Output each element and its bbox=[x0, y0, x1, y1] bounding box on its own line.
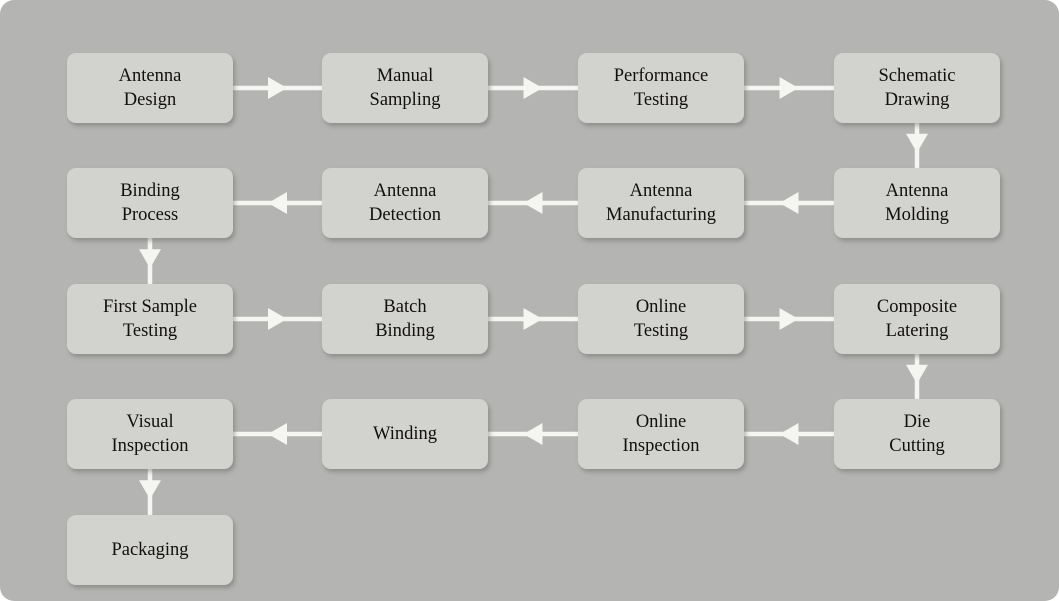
node-label: Die Cutting bbox=[889, 411, 945, 456]
arrow-winding-to-visual-inspection bbox=[233, 419, 322, 449]
node-online-inspection[interactable]: Online Inspection bbox=[578, 399, 744, 469]
node-antenna-detection[interactable]: Antenna Detection bbox=[322, 168, 488, 238]
node-label: Packaging bbox=[111, 539, 189, 560]
node-label: Antenna Molding bbox=[885, 180, 949, 225]
node-online-testing[interactable]: Online Testing bbox=[578, 284, 744, 354]
arrow-die-cutting-to-online-inspection bbox=[744, 419, 834, 449]
arrow-first-sample-testing-to-batch-binding bbox=[233, 304, 322, 334]
node-label: Manual Sampling bbox=[369, 65, 441, 110]
arrow-schematic-drawing-to-antenna-molding bbox=[902, 123, 932, 168]
node-die-cutting[interactable]: Die Cutting bbox=[834, 399, 1000, 469]
node-label: Composite Latering bbox=[876, 296, 958, 341]
node-packaging[interactable]: Packaging bbox=[67, 515, 233, 585]
node-antenna-molding[interactable]: Antenna Molding bbox=[834, 168, 1000, 238]
node-label: Antenna Manufacturing bbox=[606, 180, 716, 225]
arrow-visual-inspection-to-packaging bbox=[135, 469, 165, 515]
node-label: Performance Testing bbox=[613, 65, 709, 110]
node-binding-process[interactable]: Binding Process bbox=[67, 168, 233, 238]
node-first-sample-testing[interactable]: First Sample Testing bbox=[67, 284, 233, 354]
arrow-antenna-molding-to-antenna-manufacturing bbox=[744, 188, 834, 218]
node-antenna-manufacturing[interactable]: Antenna Manufacturing bbox=[578, 168, 744, 238]
arrow-batch-binding-to-online-testing bbox=[488, 304, 578, 334]
node-label: Batch Binding bbox=[375, 296, 435, 341]
node-schematic-drawing[interactable]: Schematic Drawing bbox=[834, 53, 1000, 123]
node-performance-testing[interactable]: Performance Testing bbox=[578, 53, 744, 123]
node-winding[interactable]: Winding bbox=[322, 399, 488, 469]
node-antenna-design[interactable]: Antenna Design bbox=[67, 53, 233, 123]
node-label: Visual Inspection bbox=[111, 411, 189, 456]
arrow-antenna-detection-to-binding-process bbox=[233, 188, 322, 218]
node-label: Antenna Detection bbox=[369, 180, 441, 225]
node-manual-sampling[interactable]: Manual Sampling bbox=[322, 53, 488, 123]
arrow-antenna-manufacturing-to-antenna-detection bbox=[488, 188, 578, 218]
node-label: First Sample Testing bbox=[102, 296, 198, 341]
arrow-composite-latering-to-die-cutting bbox=[902, 354, 932, 399]
arrow-manual-sampling-to-performance-testing bbox=[488, 73, 578, 103]
arrow-antenna-design-to-manual-sampling bbox=[233, 73, 322, 103]
arrow-online-testing-to-composite-latering bbox=[744, 304, 834, 334]
node-label: Online Inspection bbox=[622, 411, 700, 456]
arrow-binding-process-to-first-sample-testing bbox=[135, 238, 165, 284]
node-label: Online Testing bbox=[633, 296, 689, 341]
node-batch-binding[interactable]: Batch Binding bbox=[322, 284, 488, 354]
arrow-online-inspection-to-winding bbox=[488, 419, 578, 449]
node-label: Schematic Drawing bbox=[878, 65, 956, 110]
node-label: Binding Process bbox=[120, 180, 180, 225]
node-composite-latering[interactable]: Composite Latering bbox=[834, 284, 1000, 354]
node-label: Antenna Design bbox=[118, 65, 182, 110]
node-visual-inspection[interactable]: Visual Inspection bbox=[67, 399, 233, 469]
node-label: Winding bbox=[372, 423, 437, 444]
arrow-performance-testing-to-schematic-drawing bbox=[744, 73, 834, 103]
